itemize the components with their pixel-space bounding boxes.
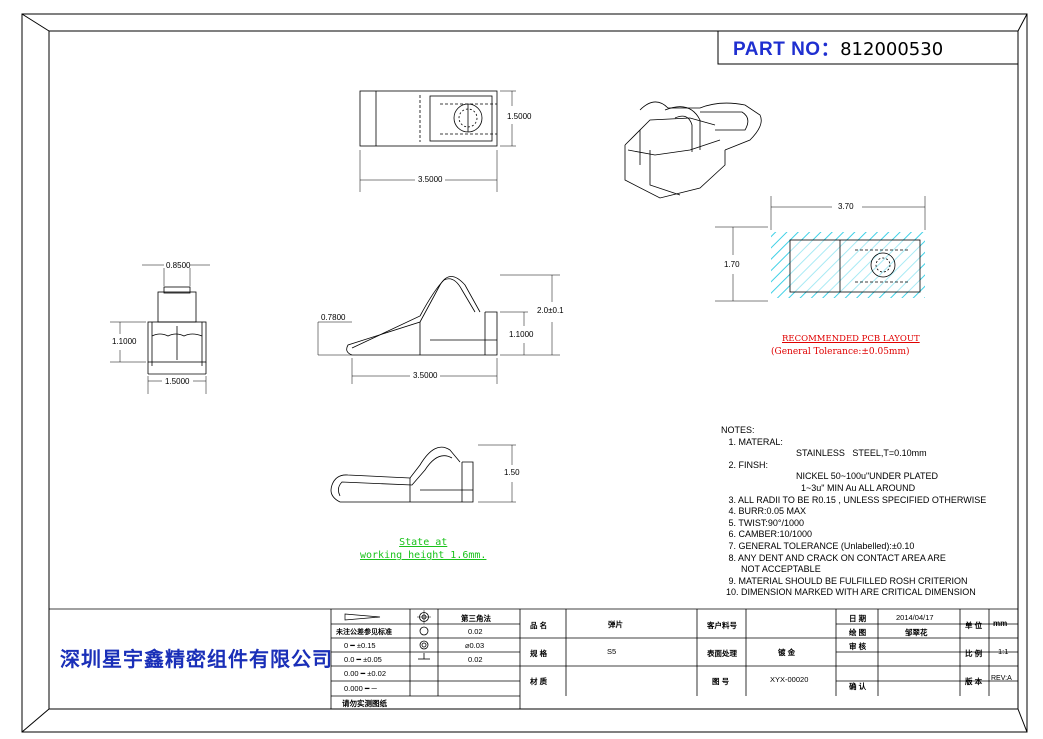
note-line: 9. MATERIAL SHOULD BE FULFILLED ROSH CRI… [721, 575, 968, 586]
iso-view [624, 101, 762, 199]
note-line: 3. ALL RADII TO BE R0.15 , UNLESS SPECIF… [721, 494, 987, 505]
dim-front-width: 0.8500 [166, 261, 191, 270]
pcb-layout [715, 196, 926, 302]
dim-pcb-width: 3.70 [838, 202, 854, 211]
working-view [330, 444, 516, 503]
approve-label: 确 认 [849, 682, 867, 691]
notes-block: NOTES: 1. MATERAL: STAINLESS STEEL,T=0.1… [721, 425, 986, 599]
dim-side-width: 3.5000 [413, 371, 438, 380]
dim-side-total-height: 2.0±0.1 [537, 306, 564, 315]
tol-val-3: 0.02 [468, 655, 483, 664]
drawn-label: 绘 图 [849, 628, 867, 637]
check-label: 审 核 [849, 642, 867, 651]
top-view [359, 90, 516, 192]
tolerance-header: 未注公差参见标准 [336, 629, 392, 636]
scale-label: 比 例 [965, 649, 983, 658]
tol-row-4: 0.000 ━ ─ [344, 684, 377, 693]
surface-label: 表面处理 [707, 649, 737, 658]
pcb-layout-title: RECOMMENDED PCB LAYOUT [782, 334, 920, 344]
rev-value: REV:A [991, 675, 1012, 682]
date-label: 日 期 [849, 614, 867, 623]
state-line-2: working height 1.6mm. [360, 550, 487, 561]
title-block-grid [49, 608, 1018, 709]
scale-value: 1:1 [998, 647, 1009, 656]
dim-top-height: 1.5000 [507, 112, 532, 121]
surface-value: 镀 金 [778, 648, 796, 657]
real-drawing-note: 请勿实测图纸 [342, 699, 387, 708]
tol-row-2: 0.0 ━ ±0.05 [344, 655, 382, 664]
unit-label: 单 位 [965, 621, 983, 630]
customer-label: 客户料号 [707, 621, 737, 630]
note-line: NOTES: [721, 425, 755, 435]
note-line: 1. MATERAL: [721, 436, 783, 447]
dim-working-height: 1.50 [504, 468, 520, 477]
company-name: 深圳星宇鑫精密组件有限公司 [60, 647, 333, 671]
front-view [110, 264, 210, 394]
name-value: 弹片 [608, 620, 623, 629]
dim-pcb-height: 1.70 [724, 260, 740, 269]
spec-value: S5 [607, 647, 617, 656]
spec-label: 规 格 [530, 649, 548, 658]
note-line: STAINLESS STEEL,T=0.10mm [721, 448, 927, 459]
unit-value: mm [993, 619, 1008, 628]
note-line: 2. FINSH: [721, 459, 769, 470]
part-number: PART NO：812000530 [733, 34, 943, 61]
tol-row-1: 0 ━ ±0.15 [344, 641, 376, 650]
drawing-no-value: XYX-00020 [770, 675, 809, 684]
note-line: 6. CAMBER:10/1000 [721, 529, 813, 540]
note-line: 7. GENERAL TOLERANCE (Unlabelled):±0.10 [721, 540, 915, 551]
dim-front-height: 1.1000 [112, 337, 137, 346]
drawn-value: 邹翠花 [905, 628, 928, 637]
dim-side-height: 1.1000 [509, 330, 534, 339]
date-value: 2014/04/17 [896, 613, 934, 622]
material-label: 材 质 [530, 677, 548, 686]
note-line: NICKEL 50~100u"UNDER PLATED [721, 471, 939, 482]
part-number-value: 812000530 [840, 39, 944, 60]
note-line: 1~3u" MIN Au ALL AROUND [721, 482, 916, 493]
drawing-no-label: 图 号 [712, 677, 730, 686]
rev-label: 版 本 [965, 677, 983, 686]
note-line: 4. BURR:0.05 MAX [721, 506, 807, 517]
side-view [317, 274, 560, 384]
dim-top-width: 3.5000 [418, 175, 443, 184]
note-line: 8. ANY DENT AND CRACK ON CONTACT AREA AR… [721, 552, 946, 563]
projection-label: 第三角法 [461, 614, 491, 623]
pcb-tolerance: (General Tolerance:±0.05mm) [771, 347, 910, 357]
note-line: NOT ACCEPTABLE [721, 564, 821, 575]
dim-front-bottom: 1.5000 [165, 377, 190, 386]
tol-row-3: 0.00 ━ ±0.02 [344, 669, 386, 678]
name-label: 品 名 [530, 621, 548, 630]
tol-val-2: ⌀0.03 [465, 641, 485, 650]
working-height-note: State at working height 1.6mm. [360, 536, 486, 562]
note-line: 10. DIMENSION MARKED WITH ARE CRITICAL D… [721, 587, 976, 598]
state-line-1: State at [399, 537, 448, 548]
dim-side-left: 0.7800 [321, 313, 346, 322]
tol-val-1: 0.02 [468, 627, 483, 636]
part-number-label: PART NO： [733, 39, 841, 60]
note-line: 5. TWIST:90°/1000 [721, 517, 804, 528]
